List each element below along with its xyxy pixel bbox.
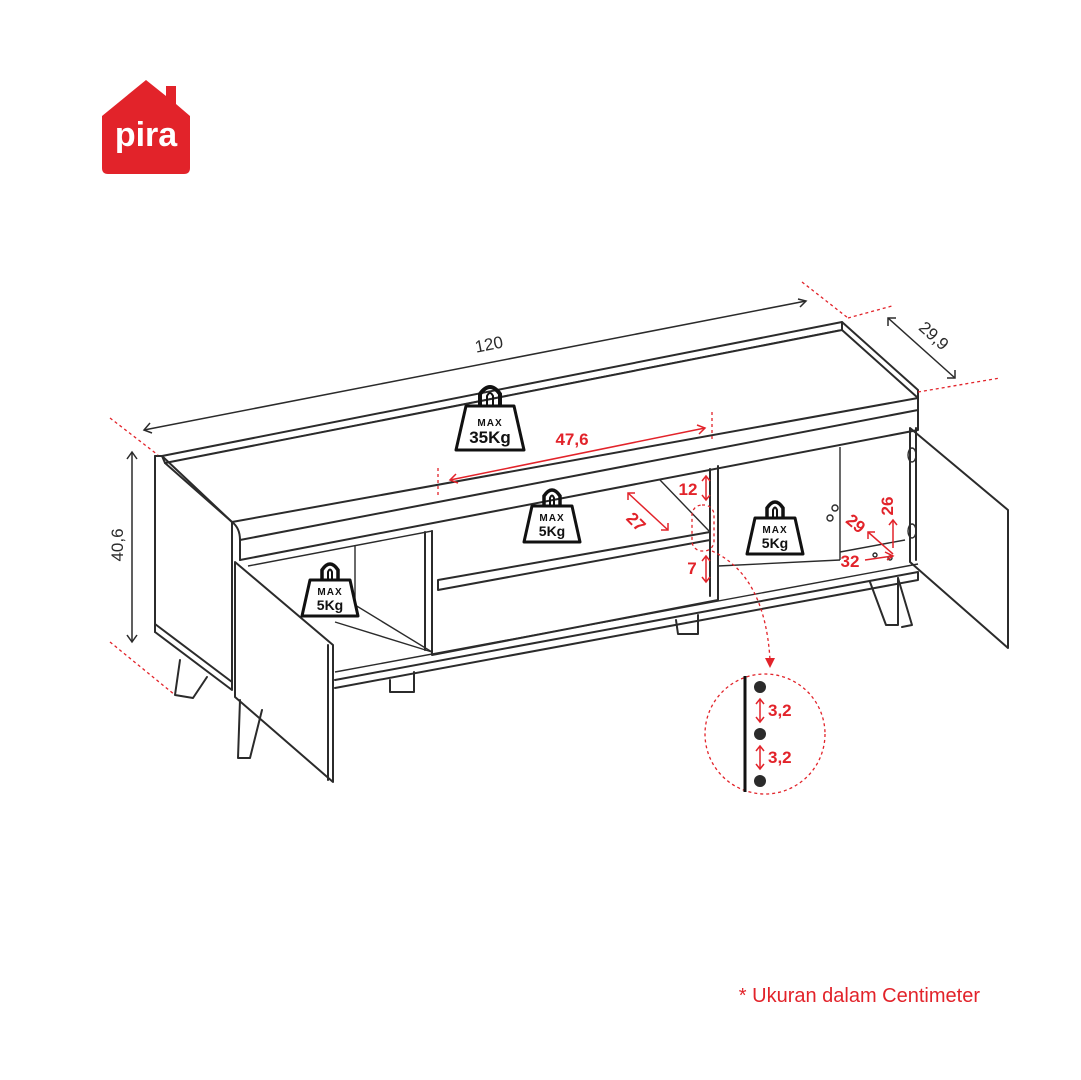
width-label: 120 [473, 333, 504, 357]
bottom-gap-label: 7 [687, 559, 696, 578]
dimension-top-gap: 12 [679, 474, 711, 502]
dimension-cabinet-width: 32 [841, 551, 895, 571]
height-label: 40,6 [108, 528, 127, 561]
center-max-label: MAX [539, 513, 564, 524]
top-gap-label: 12 [679, 480, 698, 499]
dimension-inner-width: 47,6 [448, 424, 707, 484]
footnote: * Ukuran dalam Centimeter [738, 985, 980, 1007]
weight-icon-right: MAX 5Kg [745, 500, 805, 556]
dimension-width: 120 [142, 298, 808, 434]
cabinet-body [154, 321, 1009, 783]
top-weight-label: 35Kg [469, 428, 511, 447]
cabinet-height-label: 26 [878, 497, 897, 516]
dimension-shelf-depth: 27 [622, 492, 669, 536]
top-max-label: MAX [477, 418, 502, 429]
cabinet-depth-label: 29 [842, 510, 869, 537]
dimension-bottom-gap: 7 [687, 554, 711, 584]
shelf-hole-detail: 3,2 3,2 [691, 504, 826, 795]
left-weight-label: 5Kg [317, 597, 343, 613]
right-max-label: MAX [762, 525, 787, 536]
extension-lines [109, 281, 1001, 696]
weight-icon-top: MAX 35Kg [454, 385, 526, 452]
dimension-height: 40,6 [108, 450, 138, 644]
shelf-depth-label: 27 [622, 509, 649, 536]
weight-icon-center: MAX 5Kg [522, 488, 582, 544]
center-weight-label: 5Kg [539, 523, 565, 539]
cabinet-width-label: 32 [841, 552, 860, 571]
depth-label: 29,9 [915, 318, 952, 354]
logo-text: pira [115, 116, 178, 154]
dimension-depth: 29,9 [887, 317, 956, 379]
dimension-cabinet-height: 26 [878, 497, 898, 548]
right-weight-label: 5Kg [762, 535, 788, 551]
weight-icon-left: MAX 5Kg [300, 562, 360, 618]
pira-logo: pira [96, 76, 196, 176]
hole-spacing-2-label: 3,2 [768, 748, 792, 767]
left-max-label: MAX [317, 587, 342, 598]
hole-spacing-1-label: 3,2 [768, 701, 792, 720]
inner-width-label: 47,6 [555, 430, 588, 449]
